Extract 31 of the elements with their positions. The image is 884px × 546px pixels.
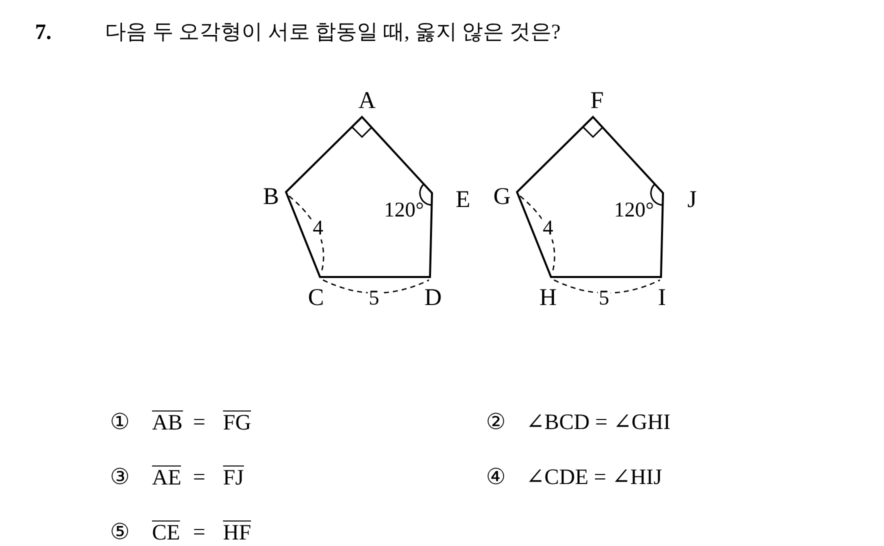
segment-label: FJ [223, 466, 244, 488]
choice-number: ② [486, 410, 506, 434]
choice-number: ④ [486, 464, 506, 490]
vertex-label: J [687, 186, 697, 214]
choice-number: ③ [110, 464, 130, 490]
vertex-label: H [539, 284, 557, 312]
segment-label: AE [152, 466, 182, 488]
vertex-label: C [308, 284, 324, 312]
segment-label: CE [152, 520, 180, 544]
angle-equation: ∠BCD = ∠GHI [526, 410, 671, 434]
segment-label: AB [152, 410, 183, 434]
equals-sign: = [193, 464, 206, 490]
vertex-label: F [590, 88, 604, 114]
vertex-label: B [263, 184, 279, 210]
equals-sign: = [193, 410, 206, 434]
choice-number: ⑤ [110, 520, 130, 544]
length-label: 4 [542, 216, 554, 240]
equals-sign: = [193, 520, 206, 544]
question-text: 다음 두 오각형이 서로 합동일 때, 옳지 않은 것은? [105, 20, 561, 44]
angle-equation: ∠CDE = ∠HIJ [526, 464, 662, 490]
choice-number: ① [110, 410, 130, 434]
angle-label: 120° [614, 198, 654, 222]
segment-label: HF [223, 520, 252, 544]
vertex-label: D [424, 284, 442, 312]
vertex-label: G [493, 184, 511, 210]
question-number: 7. [35, 20, 52, 44]
angle-label: 120° [384, 198, 424, 222]
vertex-label: E [456, 186, 470, 214]
vertex-label: I [658, 284, 666, 312]
vertex-label: A [358, 88, 376, 114]
segment-label: FG [223, 410, 252, 434]
